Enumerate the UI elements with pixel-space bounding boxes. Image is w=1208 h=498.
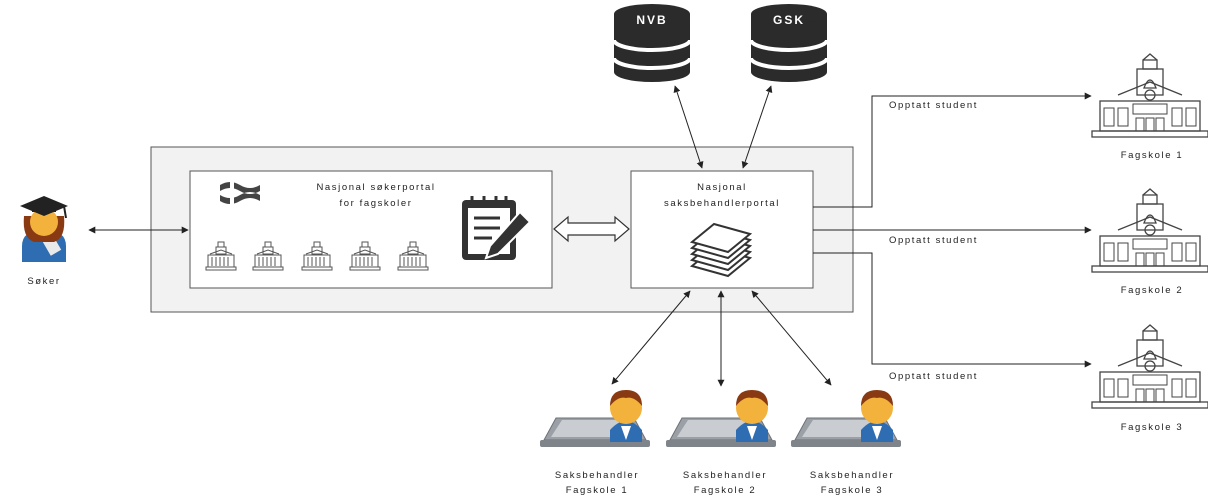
- school-building-icon-1: [1091, 53, 1208, 138]
- school-label-1: Fagskole 1: [1121, 150, 1183, 161]
- school-building-icon-3: [1091, 324, 1208, 409]
- school-building-icon-2: [1091, 188, 1208, 273]
- caseworker-icon-3: [790, 389, 902, 448]
- caseworker-1-line1: Saksbehandler: [555, 470, 639, 481]
- caseworker-2-line2: Fagskole 2: [694, 485, 756, 496]
- caseworker-1-line2: Fagskole 1: [566, 485, 628, 496]
- portal-link-arrow: [553, 215, 630, 243]
- database-label-nvb: NVB: [636, 13, 667, 27]
- caseworker-2-line1: Saksbehandler: [683, 470, 767, 481]
- school-label-2: Fagskole 2: [1121, 285, 1183, 296]
- flow-arrow-school-3: [813, 252, 1092, 368]
- caseworker-portal-title-line2: saksbehandlerportal: [664, 198, 780, 209]
- caseworker-portal-title-line1: Nasjonal: [697, 182, 747, 193]
- caseworker-3-line2: Fagskole 3: [821, 485, 883, 496]
- caseworker-icon-2: [665, 389, 777, 448]
- database-label-gsk: GSK: [773, 13, 805, 27]
- gsk-link-arrow: [741, 85, 773, 169]
- student-graduate-icon: [20, 196, 68, 262]
- nvb-link-arrow: [673, 85, 704, 169]
- applicant-label: Søker: [27, 276, 60, 287]
- flow-label-school-1: Opptatt student: [889, 100, 978, 111]
- flow-label-school-3: Opptatt student: [889, 371, 978, 382]
- caseworker-3-link-arrow: [751, 290, 832, 386]
- caseworker-3-line1: Saksbehandler: [810, 470, 894, 481]
- norway-flag-icon: [220, 180, 260, 205]
- applicant-portal-title-line1: Nasjonal søkerportal: [316, 182, 435, 193]
- school-label-3: Fagskole 3: [1121, 422, 1183, 433]
- caseworker-icon-1: [539, 389, 651, 448]
- flow-arrow-school-1: [813, 92, 1092, 208]
- caseworker-1-link-arrow: [611, 290, 691, 385]
- flow-label-school-2: Opptatt student: [889, 235, 978, 246]
- applicant-portal-title-line2: for fagskoler: [339, 198, 412, 209]
